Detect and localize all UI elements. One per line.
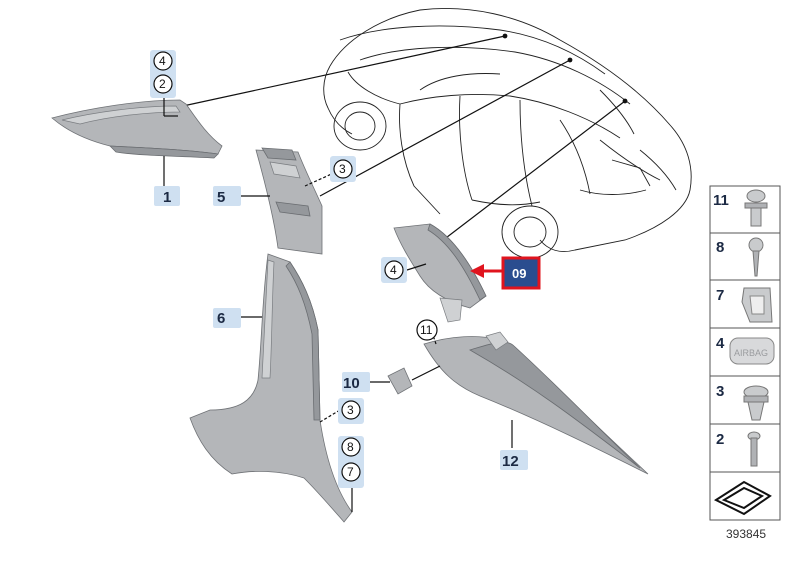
label-part-12: 12 xyxy=(502,453,519,470)
bolt-icon xyxy=(747,431,761,467)
circled-labels: 4 2 3 4 11 3 8 7 xyxy=(150,50,438,488)
circle-label-4-mid: 4 xyxy=(390,263,397,277)
circle-label-2: 2 xyxy=(159,77,166,91)
part-1-trim xyxy=(51,99,223,159)
circle-label-3-low: 3 xyxy=(347,403,354,417)
spring-clip-icon xyxy=(741,287,773,323)
part-10-clip xyxy=(387,367,413,395)
circle-label-3-top: 3 xyxy=(339,162,346,176)
svg-text:AIRBAG: AIRBAG xyxy=(734,348,768,358)
part-c-pillar-upper xyxy=(393,223,487,323)
callout-label: 09 xyxy=(512,266,526,281)
circle-label-4-top: 4 xyxy=(159,54,166,68)
legend-num-3: 3 xyxy=(716,383,724,400)
label-part-1: 1 xyxy=(163,189,171,206)
part-6-pillar xyxy=(189,253,353,523)
label-part-6: 6 xyxy=(217,310,225,327)
part-12-trim xyxy=(423,331,649,475)
legend-num-4: 4 xyxy=(716,335,725,352)
car-outline xyxy=(323,8,692,259)
legend-num-7: 7 xyxy=(716,287,724,304)
airbag-badge-icon: AIRBAG xyxy=(729,337,775,365)
callout-box[interactable]: 09 xyxy=(501,256,541,290)
label-part-10: 10 xyxy=(343,375,360,392)
legend-num-2: 2 xyxy=(716,431,724,448)
fastener-legend: 11 8 7 4 AIRBAG 3 2 xyxy=(709,185,781,521)
legend-num-11: 11 xyxy=(713,192,729,209)
circle-label-8: 8 xyxy=(347,440,354,454)
legend-num-8: 8 xyxy=(716,239,724,256)
part-5-cover xyxy=(255,147,323,255)
part-labels: 1 5 6 10 12 xyxy=(154,186,528,470)
direction-arrow-icon xyxy=(713,480,772,516)
circle-label-7: 7 xyxy=(347,465,354,479)
screw-icon xyxy=(748,237,764,277)
expanding-rivet-icon xyxy=(743,385,769,421)
reference-number: 393845 xyxy=(726,527,766,541)
label-part-5: 5 xyxy=(217,189,225,206)
callout-arrow xyxy=(470,264,502,278)
circle-label-11: 11 xyxy=(420,323,433,337)
push-rivet-icon xyxy=(744,189,768,227)
